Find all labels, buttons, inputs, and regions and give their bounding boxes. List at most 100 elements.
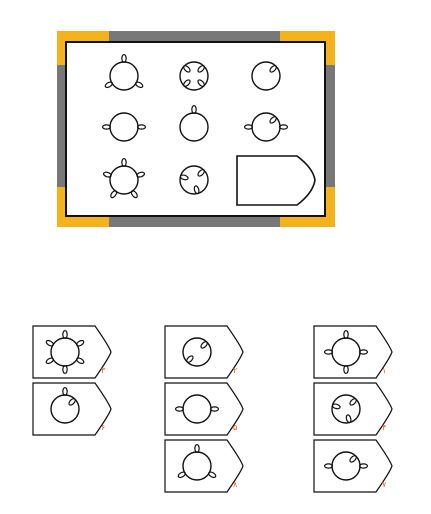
outer-loop [279,124,289,130]
option-number: ۴ [382,423,386,432]
outer-loop [343,329,349,339]
outer-loop [104,81,113,89]
inner-loop [179,174,189,181]
answer-slot[interactable] [236,155,316,206]
answer-options: ۳ ۲ ۱ ۶ ۵ ۴ ۸ ۷ [32,325,393,493]
option-card[interactable]: ۸ [164,439,244,493]
option-number: ۱ [382,366,386,375]
inner-loop [331,403,341,410]
option-number: ۸ [233,480,238,489]
option-figure [177,443,217,481]
option-number: ۵ [233,423,237,432]
outer-loop [194,443,200,453]
frame-corner-bottom-right-v [325,187,335,227]
option-figure [45,329,85,375]
outer-loop [137,124,147,130]
inner-loop [349,455,357,463]
outer-loop [45,339,54,347]
inner-loop [197,65,205,73]
frame-corner-top-right [280,31,335,42]
option-card-outline [32,382,112,436]
inner-loop [183,65,191,73]
outer-loop [177,471,186,479]
option-figure [174,394,220,424]
option-card-outline [164,382,244,436]
option-card-outline [313,439,393,493]
outer-loop [359,463,369,469]
option-figure [323,451,369,481]
puzzle-cell-r2c3 [243,112,289,142]
inner-loop [269,116,277,124]
puzzle-cell-r2c1 [101,112,147,142]
inner-loop [349,398,357,406]
inner-loop [186,355,194,363]
figure-circle [331,394,361,424]
outer-loop [210,406,220,412]
outer-loop [62,386,68,396]
option-number: ۶ [101,423,105,432]
frame-corner-bottom-left [57,216,109,227]
outer-loop [102,171,112,178]
option-number: ۲ [233,366,237,375]
option-figure [331,394,361,424]
outer-loop [243,124,253,130]
option-card[interactable]: ۴ [313,382,393,436]
option-card[interactable]: ۱ [313,325,393,379]
outer-loop [323,463,333,469]
outer-loop [62,329,68,339]
option-figure [182,337,212,367]
outer-loop [76,339,85,347]
outer-loop [343,365,349,375]
option-card-outline [313,325,393,379]
figure-circle [179,165,209,195]
outer-loop [62,365,68,375]
option-figure [323,329,369,375]
option-number: ۳ [101,366,106,375]
option-card[interactable]: ۲ [164,325,244,379]
inner-loop [197,169,205,177]
option-card-outline [313,382,393,436]
inner-loop [68,398,76,406]
figure-circle [179,61,209,91]
outer-loop [191,104,197,114]
option-figure [50,386,80,424]
frame-corner-bottom-right [280,216,335,227]
option-card[interactable]: ۶ [32,382,112,436]
option-card[interactable]: ۳ [32,325,112,379]
outer-loop [136,171,146,178]
puzzle-cell-r3c2 [179,165,209,195]
option-card-outline [164,439,244,493]
option-number: ۷ [382,480,387,489]
option-card-outline [164,325,244,379]
inner-loop [183,79,191,87]
outer-loop [323,349,333,355]
frame-corner-top-left [57,31,109,42]
option-card[interactable]: ۵ [164,382,244,436]
puzzle-cell-r3c1 [102,157,146,199]
outer-loop [208,471,217,479]
figure-circle [251,61,281,91]
outer-loop [45,357,54,365]
figure-circle [182,337,212,367]
option-card[interactable]: ۷ [313,439,393,493]
puzzle-cell-r1c1 [104,53,144,91]
outer-loop [110,190,118,199]
frame-corner-top-right-v [325,31,335,65]
outer-loop [101,124,111,130]
outer-loop [130,190,138,199]
outer-loop [121,157,127,167]
option-card-outline [32,325,112,379]
inner-loop [197,79,205,87]
outer-loop [135,81,144,89]
puzzle-cell-r1c2 [179,61,209,91]
inner-loop [269,65,277,73]
puzzle-cell-r2c2 [179,104,209,142]
puzzle-cell-r1c3 [251,61,281,91]
outer-loop [174,406,184,412]
outer-loop [121,53,127,63]
outer-loop [76,357,85,365]
inner-loop [345,414,352,424]
inner-loop [193,185,200,195]
inner-loop [200,341,208,349]
